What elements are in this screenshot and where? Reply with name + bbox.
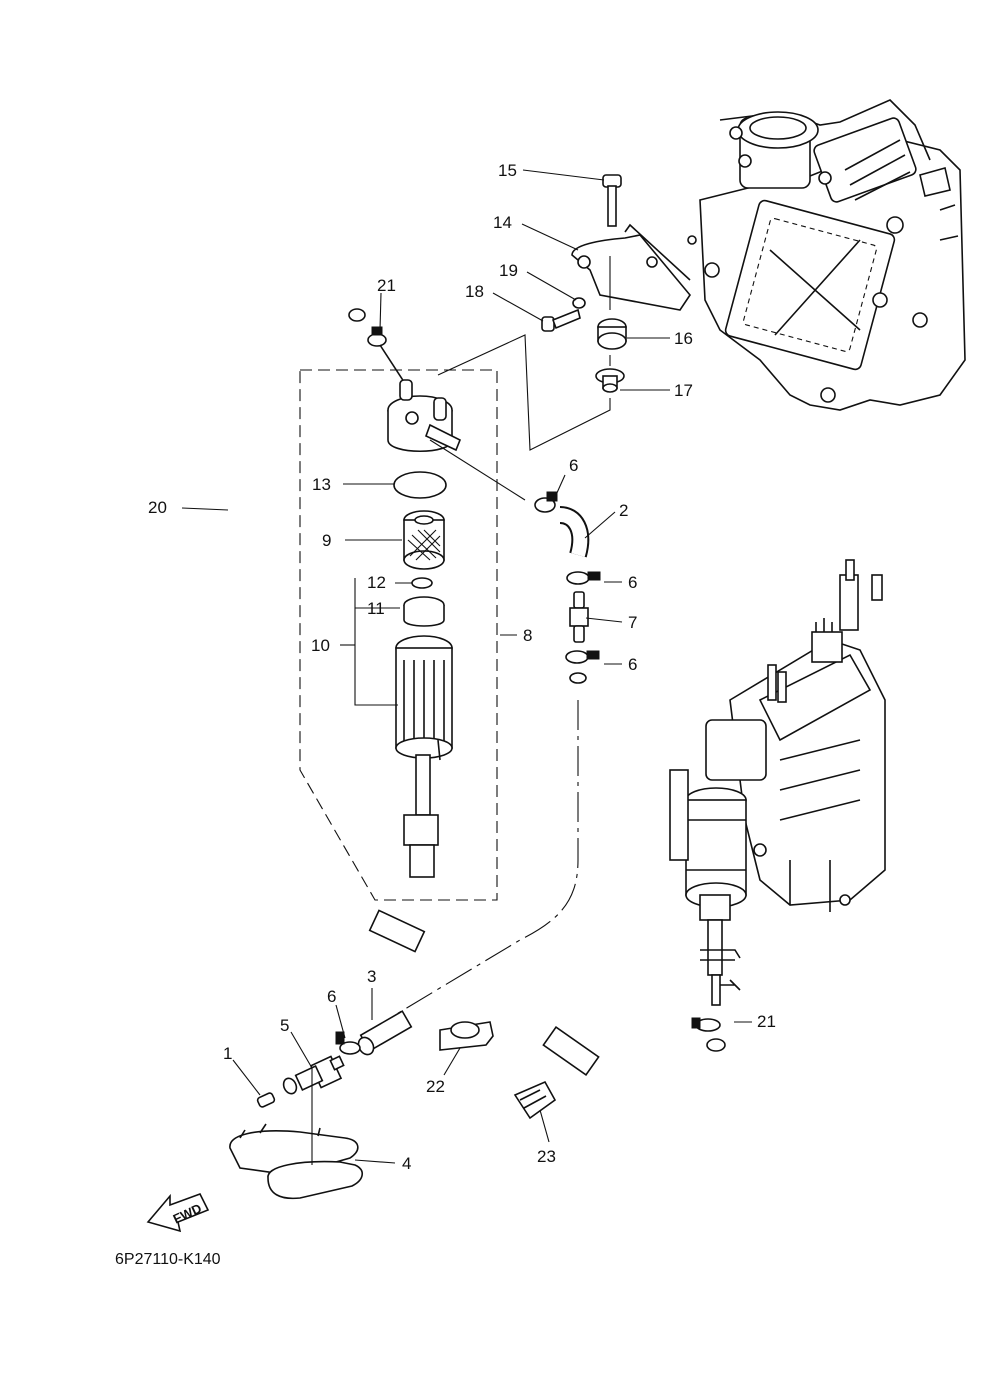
vapor-separator-assembly: [669, 559, 886, 1006]
callout-6-lower: 6: [628, 655, 637, 674]
callout-21-lower: 21: [757, 1012, 776, 1031]
clip-22: [439, 1021, 494, 1051]
clamp-6-upper: [534, 491, 558, 513]
clamp-6-mid: [566, 571, 601, 585]
callout-20: 20: [148, 498, 167, 517]
collar-17: [595, 368, 625, 393]
callout-6-mid: 6: [628, 573, 637, 592]
holder-4: [229, 1123, 363, 1200]
bolt-15: [602, 174, 622, 227]
hose-3-route: [394, 700, 579, 1016]
callout-15: 15: [498, 161, 517, 180]
filter-housing-cap: [379, 344, 462, 453]
callout-22: 22: [426, 1077, 445, 1096]
callout-4: 4: [402, 1154, 411, 1173]
hose-clamp-21-upper: [367, 326, 387, 347]
filter-element-9: [403, 510, 445, 570]
engine-block-upper: [687, 99, 966, 411]
callout-21-upper: 21: [377, 276, 396, 295]
callout-9: 9: [322, 531, 331, 550]
callout-14: 14: [493, 213, 512, 232]
clamp-6-bottom: [335, 1031, 361, 1055]
circlip-12: [411, 577, 433, 589]
float-11: [403, 596, 445, 627]
callout-1: 1: [223, 1044, 232, 1063]
forward-direction-arrow: FWD: [146, 1193, 210, 1233]
callout-13: 13: [312, 475, 331, 494]
hose-2: [558, 506, 590, 558]
hose-3: [357, 1010, 413, 1056]
main-fuel-hose: [233, 224, 726, 1118]
callout-6-bottom: 6: [327, 987, 336, 1006]
callout-12: 12: [367, 573, 386, 592]
callout-16: 16: [674, 329, 693, 348]
callout-5: 5: [280, 1016, 289, 1035]
washer-19: [572, 297, 586, 309]
callout-7: 7: [628, 613, 637, 632]
callout-8: 8: [523, 626, 532, 645]
grommet-16: [597, 318, 627, 350]
callout-18: 18: [465, 282, 484, 301]
clip-23: [513, 1080, 557, 1120]
bolt-18: [541, 308, 581, 332]
joint-7: [569, 591, 589, 643]
callout-2: 2: [619, 501, 628, 520]
bracket-14: [571, 223, 691, 311]
diagram-reference-code: 6P27110-K140: [115, 1251, 221, 1268]
callout-6-upper: 6: [569, 456, 578, 475]
hose-3-top-end: [569, 672, 587, 684]
callout-17: 17: [674, 381, 693, 400]
filter-cup-10: [395, 635, 453, 878]
leader-lines: [181, 169, 752, 1165]
callout-23: 23: [537, 1147, 556, 1166]
clamp-6-lower: [565, 650, 600, 664]
filter-5: [282, 1055, 345, 1095]
filter-assembly-dashed-box: [299, 369, 498, 901]
callout-labels: 15 14 19 18 21 16 17 6 2 20 13 9 12 11 1…: [148, 161, 776, 1173]
callout-10: 10: [311, 636, 330, 655]
screw-1: [256, 1092, 276, 1108]
callout-3: 3: [367, 967, 376, 986]
callout-11: 11: [367, 599, 385, 618]
hose-clamp-21-lower: [691, 1017, 721, 1032]
o-ring-13: [393, 471, 447, 499]
callout-19: 19: [499, 261, 518, 280]
